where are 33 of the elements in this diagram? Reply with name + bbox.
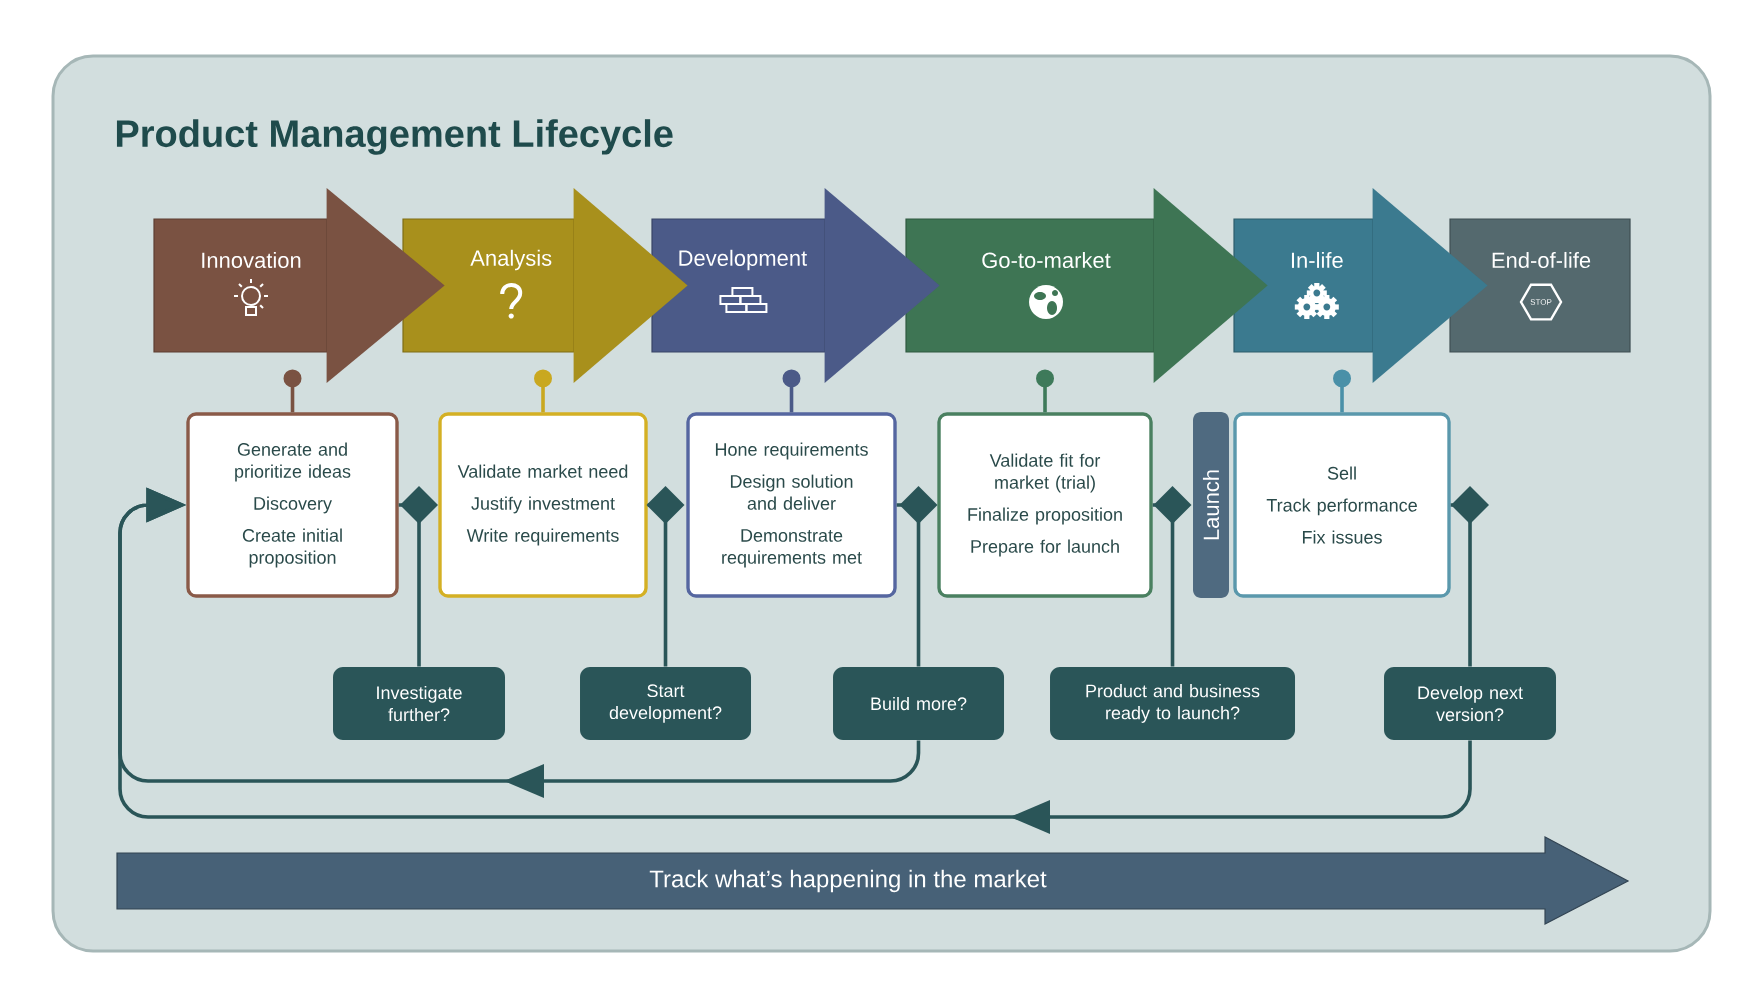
stage-banner: Development [651,218,826,353]
connector [1036,369,1054,413]
task-box: Hone requirements Design solution and deliver Demonstrate requirements met [686,412,897,598]
connector [398,486,438,667]
stage-banner: Analysis [402,218,575,353]
stage-banner: Innovation [153,218,328,353]
connector [1333,369,1351,413]
task-box: Generate and prioritize ideas Discovery Create initial proposition [186,412,399,598]
chevron-arrow [824,188,940,383]
stop-sign: STOP [1519,283,1563,321]
decision-box: Investigate further? [333,667,505,740]
connector [896,486,938,667]
title: Product Management Lifecycle [116,119,673,155]
launch-bar: Launch [1193,412,1229,598]
connector [118,487,1472,834]
connector [534,369,552,413]
chevron-arrow [326,188,445,383]
decision-box: Build more? [833,667,1004,740]
connector [646,486,685,667]
decision-box: Develop next version? [1384,667,1556,740]
task-box: Sell Track performance Fix issues [1233,412,1451,598]
stage-banner: Go-to-market [905,218,1155,353]
chevron-arrow [1372,188,1488,383]
chevron-arrow [1153,188,1268,383]
decision-box: Start development? [580,667,751,740]
connector [1450,486,1489,667]
connector [283,369,302,413]
connector [782,369,801,413]
chevron-arrow [573,188,688,383]
decision-box: Product and business ready to launch? [1050,667,1295,740]
task-box: Validate fit for market (trial) Finalize proposition Prepare for launch [937,412,1153,598]
connector [1152,486,1192,667]
task-box: Validate market need Justify investment Write requirements [438,412,648,598]
